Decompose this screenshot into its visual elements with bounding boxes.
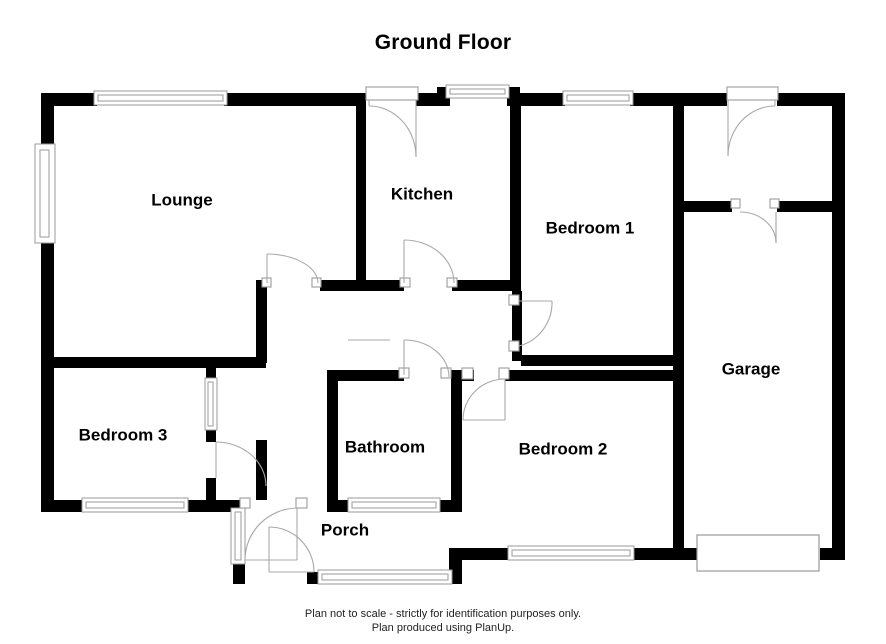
door-hall-bedroom1 (508, 294, 553, 352)
wall-hall-bed2 (451, 370, 462, 512)
room-label-porch: Porch (321, 520, 369, 539)
door-kitchen-hall (399, 239, 458, 288)
door-vestibule-external (726, 86, 779, 157)
wall-kitchen-bed1 (510, 99, 521, 291)
wall-vestibule-bottom-left (684, 201, 732, 212)
wall-top-right (777, 93, 845, 106)
room-label-bedroom3: Bedroom 3 (79, 425, 168, 444)
wall-left-upper (41, 93, 54, 146)
window-recess-top (445, 84, 510, 99)
wall-bathroom-bottom-left (327, 500, 351, 512)
room-label-bedroom1: Bedroom 1 (546, 218, 635, 237)
room-label-kitchen: Kitchen (391, 184, 453, 203)
wall-bed3-right-upper (206, 368, 216, 380)
window-bedroom3-right (204, 377, 218, 431)
wall-hall-left-vert (256, 440, 267, 500)
wall-top-lounge-right (224, 93, 356, 106)
footer-line-1: Plan not to scale - strictly for identif… (304, 608, 582, 620)
wall-hall-notch-vert (512, 291, 522, 361)
wall-bottom-bed2-right (630, 548, 676, 560)
wall-kitchen-bottom-left (320, 280, 404, 291)
plan-footer: Plan not to scale - strictly for identif… (0, 607, 886, 635)
room-label-group: Lounge Kitchen Bedroom 1 Garage Bedroom … (79, 184, 781, 539)
garage-door (696, 534, 820, 572)
wall-lounge-kitchen (356, 93, 366, 286)
door-porch-external (245, 526, 315, 582)
room-label-bathroom: Bathroom (345, 437, 425, 456)
door-bathroom (398, 339, 452, 379)
window-porch-left (230, 507, 246, 565)
window-porch-bottom (317, 569, 453, 585)
room-label-lounge: Lounge (151, 190, 212, 209)
wall-right-exterior (832, 93, 845, 560)
room-label-garage: Garage (722, 359, 781, 378)
wall-bed3-right-mid (206, 428, 216, 442)
window-bedroom3-bottom (81, 497, 189, 513)
door-hall-porch (239, 497, 308, 561)
wall-bathroom-top (327, 370, 404, 381)
wall-bottom-bed2-left (449, 548, 511, 560)
wall-porch-bottom-left (233, 572, 245, 584)
window-bathroom-bottom (347, 497, 441, 513)
wall-left-lower (41, 240, 54, 512)
wall-top-left-corner (41, 93, 97, 106)
wall-bed3-right-lower (206, 478, 216, 512)
wall-lounge-hall-vert (256, 280, 267, 363)
window-group (34, 84, 635, 585)
room-label-bedroom2: Bedroom 2 (519, 439, 608, 458)
door-group (215, 86, 780, 582)
wall-kitchen-bottom-right (452, 280, 512, 291)
wall-vestibule-bottom-right (777, 201, 833, 212)
door-bedroom3-hall (215, 441, 267, 487)
door-vestibule-garage (730, 198, 780, 244)
wall-bathroom-left (327, 370, 338, 500)
wall-bed1-bottom (521, 355, 673, 366)
window-bedroom2-bottom (507, 545, 635, 561)
window-lounge-top (93, 90, 228, 106)
wall-bed2-top (505, 370, 676, 381)
door-lounge-hall (261, 253, 322, 288)
wall-bottom-bed3-left (41, 500, 85, 512)
page-title: Ground Floor (374, 31, 512, 54)
door-kitchen-external (365, 86, 419, 158)
wall-garage-left (673, 201, 684, 560)
window-lounge-left (34, 143, 56, 244)
wall-lounge-bottom (54, 357, 266, 368)
footer-line-2: Plan produced using PlanUp. (371, 622, 515, 634)
door-hall-bedroom2 (461, 367, 510, 421)
wall-top-bed1-left (513, 93, 565, 106)
window-bedroom1-top (562, 90, 634, 106)
door-bathroom-hall-upper (348, 339, 390, 341)
